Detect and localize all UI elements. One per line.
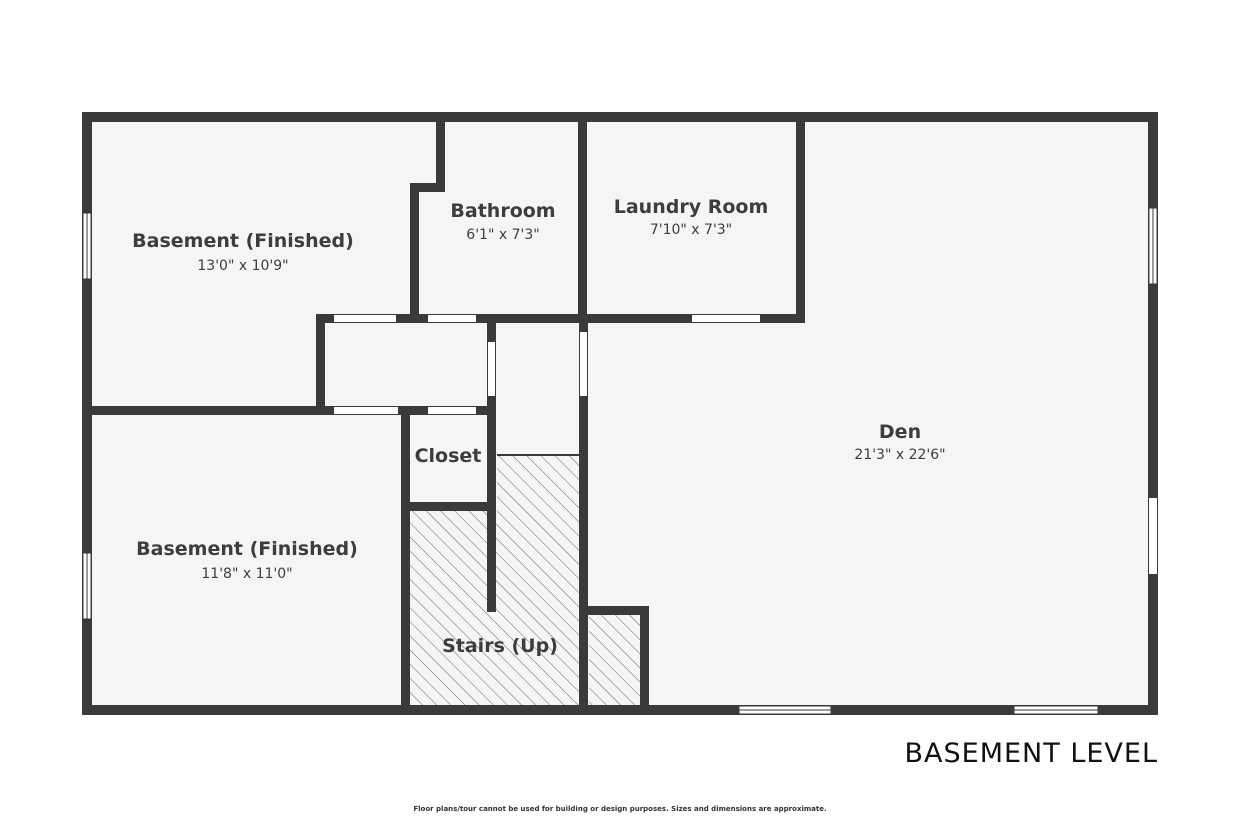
wall: [410, 183, 445, 192]
wall: [640, 606, 649, 709]
exterior-wall-left: [82, 112, 92, 715]
room-name-basement-upper: Basement (Finished): [132, 230, 354, 252]
wall: [796, 117, 805, 323]
wall: [487, 406, 496, 612]
wall: [316, 314, 325, 415]
door-opening: [488, 342, 495, 396]
door-opening: [1149, 498, 1157, 574]
exterior-wall-right: [1148, 112, 1158, 715]
room-dims-basement-upper: 13'0" x 10'9": [197, 258, 288, 274]
room-dims-den: 21'3" x 22'6": [854, 447, 945, 463]
room-name-bathroom: Bathroom: [450, 200, 555, 222]
wall: [436, 117, 445, 189]
door-opening: [334, 407, 398, 414]
door-opening: [692, 315, 760, 322]
wall: [579, 606, 649, 615]
wall: [578, 117, 587, 323]
room-name-closet: Closet: [415, 445, 482, 467]
door-opening: [580, 332, 587, 396]
wall: [579, 314, 588, 706]
room-name-laundry: Laundry Room: [614, 196, 769, 218]
room-name-basement-lower: Basement (Finished): [136, 538, 358, 560]
wall: [88, 406, 496, 415]
stairs-hatch-small: [589, 615, 641, 706]
room-dims-bathroom: 6'1" x 7'3": [466, 227, 539, 243]
wall: [401, 502, 496, 511]
stairs-hatch-upper: [497, 455, 580, 515]
door-opening: [428, 315, 476, 322]
door-opening: [334, 315, 396, 322]
exterior-wall-bottom: [82, 705, 1158, 715]
room-dims-basement-lower: 11'8" x 11'0": [201, 566, 292, 582]
wall: [410, 183, 419, 323]
door-opening: [428, 407, 476, 414]
exterior-wall-top: [82, 112, 1158, 122]
disclaimer-text: Floor plans/tour cannot be used for buil…: [413, 805, 827, 813]
room-dims-laundry: 7'10" x 7'3": [650, 222, 732, 238]
room-name-den: Den: [879, 421, 921, 443]
floor-level-label: BASEMENT LEVEL: [904, 738, 1158, 769]
room-name-stairs: Stairs (Up): [442, 635, 558, 657]
wall: [316, 314, 805, 323]
wall: [401, 406, 410, 709]
